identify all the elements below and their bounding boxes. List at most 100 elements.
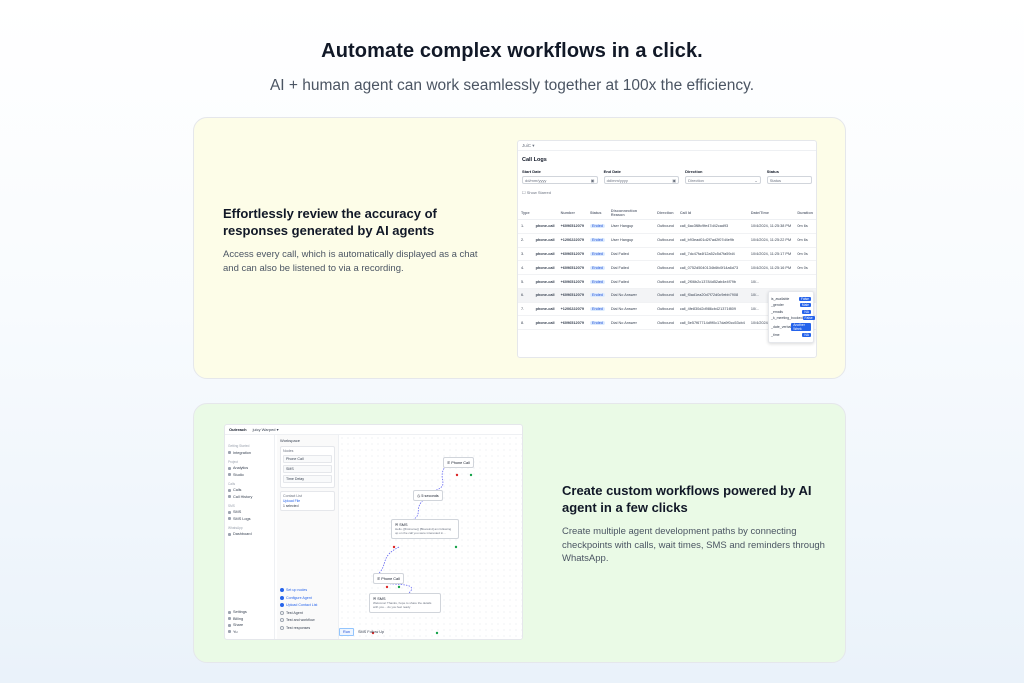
status-badge: Ended <box>589 293 605 298</box>
table-cell: User Hangup <box>607 219 655 234</box>
table-cell: 0m 0s <box>794 247 816 262</box>
table-cell: phone-call <box>532 260 558 276</box>
table-cell: 4. <box>518 260 533 276</box>
filter-value: dd/mm/yyyy <box>525 178 547 183</box>
run-button: Run <box>339 628 354 636</box>
sidebar-item-label: Settings <box>233 610 247 614</box>
empty-circle-icon <box>280 610 284 615</box>
nav-icon <box>228 623 231 627</box>
filter-status: Status Status <box>766 169 813 184</box>
column-header: Direction <box>654 207 677 220</box>
node-label: Phone Call <box>451 461 470 465</box>
table-cell: +6096512079 <box>557 219 587 234</box>
status-badge: Ended <box>589 320 605 325</box>
popover-value-badge: False <box>802 316 815 320</box>
node-label: SMS <box>399 523 408 527</box>
check-circle-icon <box>280 603 284 607</box>
checklist-label: Configure Agent <box>286 595 312 600</box>
table-cell: Dial No Answer <box>607 288 655 303</box>
filter-label: Status <box>766 169 779 174</box>
call-logs-table: Type Number Status Disconnection Reason … <box>518 207 816 331</box>
sidebar-item: Settings <box>228 610 247 614</box>
table-header: Type Number Status Disconnection Reason … <box>518 207 816 220</box>
table-cell: 10/... <box>747 274 795 289</box>
status-badge: Ended <box>589 265 605 270</box>
table-cell: Ended <box>586 288 608 303</box>
status-badge: Ended <box>589 307 605 312</box>
sidebar-item: Integration <box>228 451 271 455</box>
workflow-node-phone-call-2: ✆ Phone Call <box>373 573 404 584</box>
table-cell: Ended <box>586 274 608 289</box>
filter-start-date: Start Date dd/mm/yyyy▣ <box>522 169 598 184</box>
table-cell: Ended <box>586 302 608 317</box>
date-input: dd/mm/yyyy ▣ <box>522 176 598 184</box>
direction-select: Direction⌄ <box>685 176 761 184</box>
nav-icon <box>228 451 231 454</box>
feature-text: Create custom workflows powered by AI ag… <box>562 482 832 566</box>
nav-icon <box>228 510 231 514</box>
empty-circle-icon <box>280 625 284 630</box>
checklist-label: Test responses <box>286 625 311 630</box>
sidebar-item-label: Studio <box>233 472 244 477</box>
popover-value-badge: Another Week <box>791 322 811 331</box>
node-palette-item: Phone Call <box>283 455 332 463</box>
nav-icon <box>228 617 231 620</box>
table-cell: 3. <box>518 247 533 262</box>
empty-circle-icon <box>280 618 284 622</box>
table-cell: phone-call <box>532 288 558 303</box>
call-logs-screenshot: JuiC ▾ Call Logs Start Date dd/mm/yyyy▣ … <box>517 140 817 358</box>
table-cell: Outbound <box>654 288 677 303</box>
sidebar-item: Share <box>228 623 247 627</box>
table-cell: phone-call <box>532 219 558 234</box>
table-cell: Ended <box>586 219 608 234</box>
table-cell: phone-call <box>532 247 558 262</box>
contact-box: Contact List Upload File 1 selected <box>280 491 335 511</box>
filters-row: Start Date dd/mm/yyyy▣ End Date dd/mm/yy… <box>518 167 816 186</box>
nav-icon <box>228 488 231 492</box>
table-cell: Outbound <box>654 260 677 276</box>
phone-icon: ✆ <box>377 577 381 581</box>
sidebar-item: Analytics <box>228 466 271 470</box>
sidebar-item: SMS <box>228 510 271 514</box>
table-cell: +6096512079 <box>557 288 587 303</box>
node-body: Welcome! Thanks, hope to share the detai… <box>373 601 432 609</box>
checklist-item: Set up nodes <box>280 588 335 592</box>
feature-text: Effortlessly review the accuracy of resp… <box>223 205 483 275</box>
status-badge: Ended <box>589 238 605 243</box>
table-cell: 10/4/2024, 11:25:17 PM <box>747 247 795 262</box>
table-cell: +1206222079 <box>557 233 587 248</box>
message-icon: ✉ <box>395 523 399 527</box>
feature-card-call-review: Effortlessly review the accuracy of resp… <box>193 117 846 379</box>
feature-heading: Create custom workflows powered by AI ag… <box>562 483 812 515</box>
nav-icon <box>228 630 231 633</box>
table-cell: Dial Failed <box>607 247 655 262</box>
table-cell: call_4fe830d2d986cb421371f809 <box>676 302 748 317</box>
checklist-item: Test responses <box>280 625 335 630</box>
table-cell: 6. <box>518 288 533 303</box>
feature-description: Access every call, which is automaticall… <box>223 249 478 274</box>
popover-label: _emails <box>771 309 784 314</box>
table-cell: +6096512079 <box>557 274 587 289</box>
sidebar-item: SMS Logs <box>228 517 271 521</box>
nav-icon <box>228 610 231 614</box>
call-logs-title: Call Logs <box>522 157 547 163</box>
node-label: SMS <box>377 597 386 601</box>
table-cell: 5. <box>518 274 533 289</box>
sidebar-item-label: Analytics <box>233 466 249 470</box>
table-cell: 10/4/2024, 11:25:16 PM <box>747 260 795 276</box>
feature-description: Create multiple agent development paths … <box>562 526 825 564</box>
table-cell: Ended <box>586 233 608 248</box>
calendar-icon: ▣ <box>590 178 595 183</box>
table-cell: Outbound <box>654 233 677 248</box>
sidebar-group-title: Calls <box>228 481 236 486</box>
checklist-label: Set up nodes <box>286 588 308 592</box>
nav-icon <box>228 473 231 476</box>
table-cell: call_2f06b2c13784d52ab4e4f79b <box>676 274 748 289</box>
check-circle-icon <box>280 595 284 600</box>
filter-label: Direction <box>685 169 703 174</box>
filter-value: Status <box>769 178 782 183</box>
